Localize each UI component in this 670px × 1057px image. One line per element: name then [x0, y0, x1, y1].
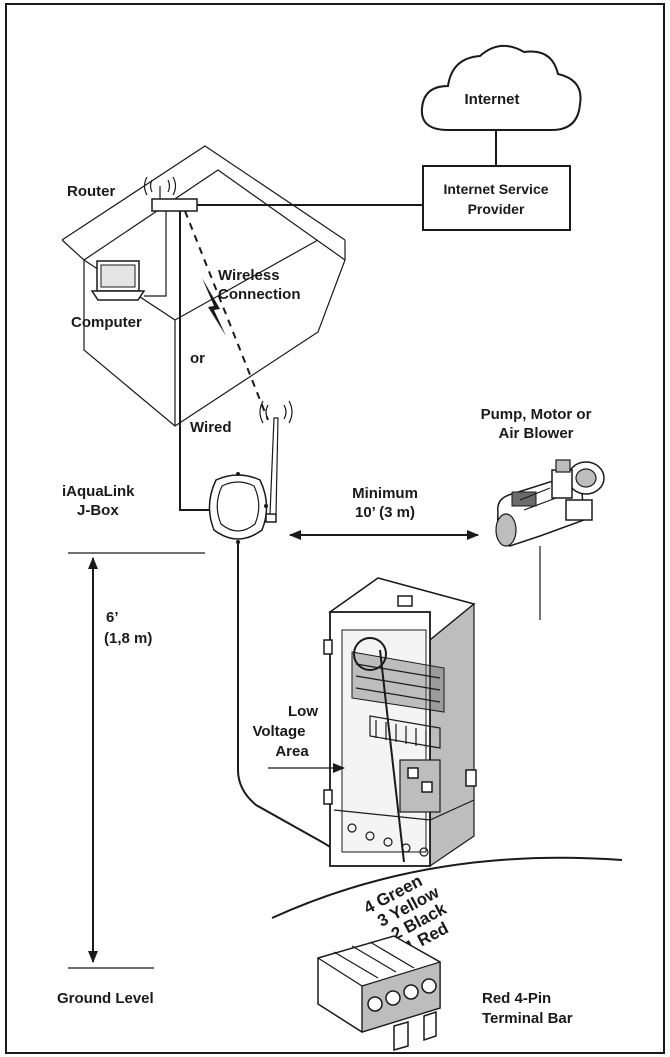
minimum-label-line2: 10’ (3 m): [355, 504, 415, 521]
wireless-link-dashed: [184, 210, 269, 421]
height-label-line1: 6’: [106, 609, 119, 626]
height-label-line2: (1,8 m): [104, 630, 152, 647]
pin-labels: 4 Green 3 Yellow 2 Black 1 Red: [361, 871, 452, 957]
pump-label-line2: Air Blower: [498, 425, 573, 442]
laptop-icon: [90, 260, 146, 301]
wired-label: Wired: [190, 419, 232, 436]
computer-router-cable: [144, 211, 167, 297]
low-voltage-label-line1: Low: [288, 703, 318, 720]
jbox-antenna-icon: [259, 400, 293, 523]
lightning-icon: [202, 278, 226, 336]
router-icon: [151, 198, 198, 212]
diagram-border: [5, 3, 665, 1054]
terminal-bar-icon: [317, 935, 441, 1051]
isp-box: [422, 165, 571, 231]
jbox-label-line1: iAquaLink: [62, 483, 135, 500]
internet-label: Internet: [464, 91, 519, 108]
terminal-label-line2: Terminal Bar: [482, 1010, 573, 1027]
router-wifi-icon: [143, 176, 177, 199]
internet-cloud-icon: [420, 45, 582, 131]
wireless-label-line1: Wireless: [218, 267, 280, 284]
ground-level-label: Ground Level: [57, 990, 154, 1007]
jbox-icon: [208, 474, 268, 540]
wired-cable: [179, 211, 212, 511]
detail-callout-arc: [271, 856, 623, 919]
panel-internal-wire: [379, 649, 405, 863]
terminal-label-line1: Red 4-Pin: [482, 990, 551, 1007]
router-label: Router: [67, 183, 115, 200]
isp-label-line1: Internet Service: [443, 181, 548, 197]
or-label: or: [190, 350, 205, 367]
computer-label: Computer: [71, 314, 142, 331]
pump-label-line1: Pump, Motor or: [481, 406, 592, 423]
jbox-label-line2: J-Box: [77, 502, 119, 519]
minimum-label-line1: Minimum: [352, 485, 418, 502]
pump-icon: [495, 459, 605, 547]
low-voltage-label-line2: Voltage: [252, 723, 305, 740]
low-voltage-label-line3: Area: [275, 743, 309, 760]
wireless-label-line2: Connection: [218, 286, 301, 303]
isp-label-line2: Provider: [468, 201, 525, 217]
house-outline: [61, 145, 346, 427]
